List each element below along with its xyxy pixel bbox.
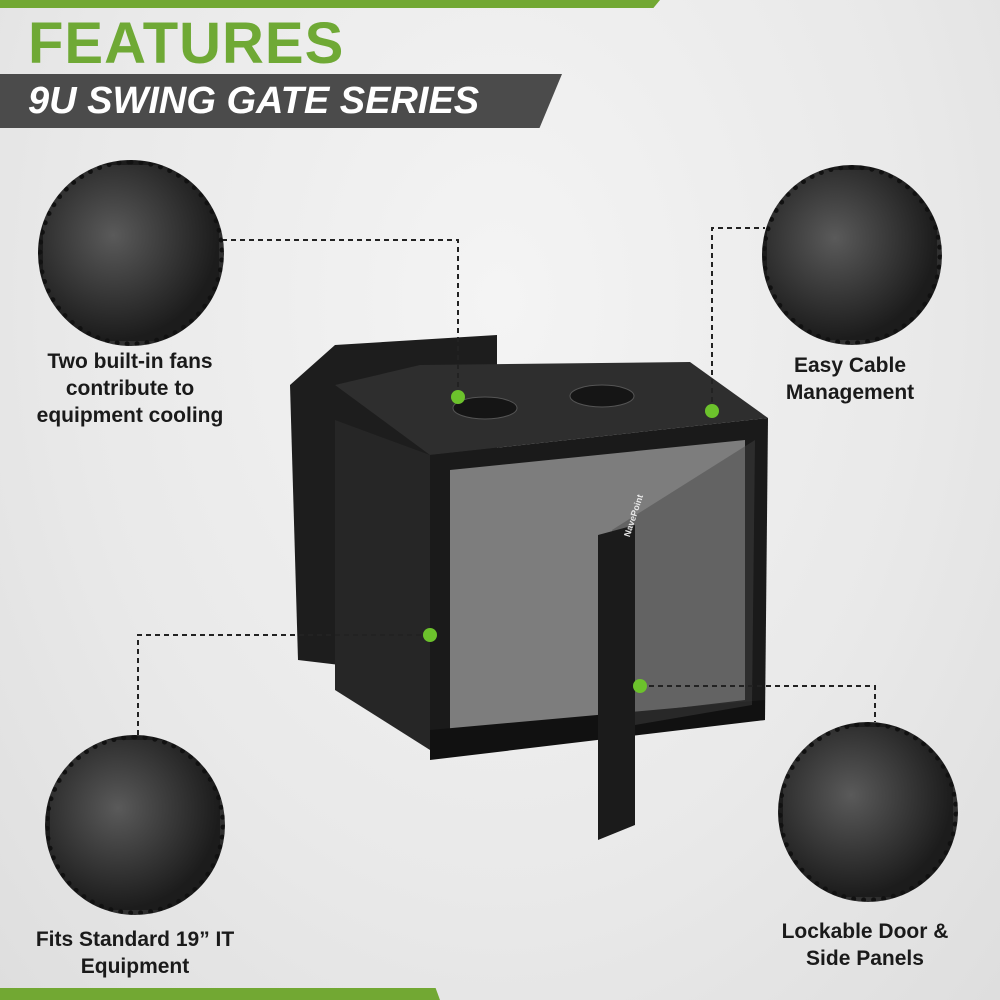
cabinet-bottom — [430, 700, 765, 760]
glass-door — [612, 440, 755, 725]
callout-lines — [137, 227, 876, 737]
callout-dot — [705, 404, 719, 418]
rack-base-detail-image — [45, 735, 225, 915]
fan-detail-image — [38, 160, 224, 346]
callout-dot — [423, 628, 437, 642]
cabinet-top — [335, 362, 768, 455]
feature-label-cable: Easy Cable Management — [785, 354, 915, 404]
page-subtitle: 9U SWING GATE SERIES — [28, 80, 480, 122]
feature-label-19in: Fits Standard 19” IT Equipment — [35, 928, 235, 978]
subtitle-banner — [0, 74, 562, 128]
top-accent-bar — [0, 0, 660, 8]
callout-dot — [451, 390, 465, 404]
fan-icon — [569, 384, 635, 408]
feature-label-fans: Two built-in fans contribute to equipmen… — [36, 350, 224, 427]
callout-dot — [633, 679, 647, 693]
lock-key-detail-image — [778, 722, 958, 902]
fan-icon — [452, 396, 518, 420]
door-frame — [598, 525, 635, 840]
cabinet-side-panel — [335, 420, 430, 750]
feature-label-lock: Lockable Door & Side Panels — [781, 920, 949, 970]
cable-rail-detail-image — [762, 165, 942, 345]
cabinet-opening — [450, 440, 745, 735]
page-title: FEATURES — [28, 11, 345, 76]
bottom-accent-bar — [0, 988, 440, 1000]
